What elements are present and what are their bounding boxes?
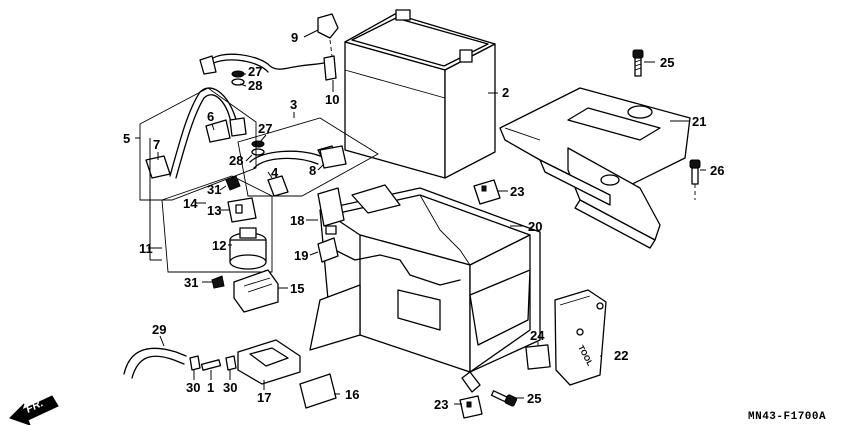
callout-8: 8	[309, 163, 316, 178]
leader-lines	[135, 29, 706, 405]
clip-right	[225, 355, 237, 371]
relay	[319, 145, 347, 169]
callout-17: 17	[257, 390, 271, 405]
callout-1: 1	[207, 380, 214, 395]
battery-cover	[499, 87, 691, 249]
positive-cable	[199, 53, 337, 81]
callout-5: 5	[123, 131, 130, 146]
fuse	[317, 237, 339, 263]
group-box-starter	[161, 175, 273, 273]
callout-20: 20	[528, 219, 542, 234]
mount-rubber-top	[473, 179, 501, 205]
callout-22: 22	[614, 348, 628, 363]
callout-23-bottom: 23	[434, 397, 448, 412]
callout-28-top: 28	[248, 78, 262, 93]
bolt-top	[632, 49, 644, 77]
drain-hose	[123, 347, 187, 375]
callout-3: 3	[290, 97, 297, 112]
callout-30-left: 30	[186, 380, 200, 395]
callout-25-top: 25	[660, 55, 674, 70]
battery-case	[309, 184, 541, 393]
clip-left	[189, 355, 201, 371]
callout-6: 6	[207, 109, 214, 124]
callout-24: 24	[530, 328, 545, 343]
callout-15: 15	[290, 281, 304, 296]
nut-washer-mid	[251, 140, 265, 156]
callout-26: 26	[710, 163, 724, 178]
relay-cover	[233, 269, 279, 313]
main-fuse	[200, 359, 222, 371]
callout-10: 10	[325, 92, 339, 107]
relay-terminal-bolt	[227, 197, 257, 223]
callout-13: 13	[207, 203, 221, 218]
bolt-bottom	[490, 390, 518, 407]
battery	[344, 9, 496, 179]
callout-labels: 9 10 2 25 21 26 23 20 22 24 25 23 27 28 …	[123, 30, 724, 412]
callout-2: 2	[502, 85, 509, 100]
callout-31-bottom: 31	[184, 275, 198, 290]
callout-19: 19	[294, 248, 308, 263]
callout-14: 14	[183, 196, 198, 211]
relay-nut-lower	[211, 275, 225, 289]
callout-9: 9	[291, 30, 298, 45]
front-direction-arrow: FR.	[9, 395, 59, 425]
callout-29: 29	[152, 322, 166, 337]
callout-27-top: 27	[248, 64, 262, 79]
label-sticker	[525, 344, 551, 370]
starter-relay	[229, 227, 267, 270]
terminal-cover	[317, 13, 339, 57]
callout-12: 12	[212, 238, 226, 253]
callout-11: 11	[139, 241, 153, 256]
main-fuse-holder	[237, 339, 301, 385]
mount-rubber-bottom	[459, 395, 483, 419]
callout-23-top: 23	[510, 184, 524, 199]
nut-washer-top	[231, 70, 245, 86]
group-box-cable	[237, 117, 379, 197]
callout-27-mid: 27	[258, 121, 272, 136]
callout-30-right: 30	[223, 380, 237, 395]
bolt-cover	[689, 159, 701, 200]
battery-lid: TOOL	[554, 289, 607, 386]
callout-28-mid: 28	[229, 153, 243, 168]
group-box-negative	[139, 87, 257, 201]
callout-25-bottom: 25	[527, 391, 541, 406]
relay-nut-upper	[225, 175, 241, 191]
callout-4: 4	[271, 165, 279, 180]
callout-16: 16	[345, 387, 359, 402]
callout-7: 7	[153, 137, 160, 152]
callout-21: 21	[692, 114, 706, 129]
main-fuse-cap	[299, 373, 337, 409]
callout-31-top: 31	[207, 182, 221, 197]
diagram-code: MN43-F1700A	[748, 411, 826, 423]
callout-18: 18	[290, 213, 304, 228]
fuse-holder	[317, 187, 345, 235]
